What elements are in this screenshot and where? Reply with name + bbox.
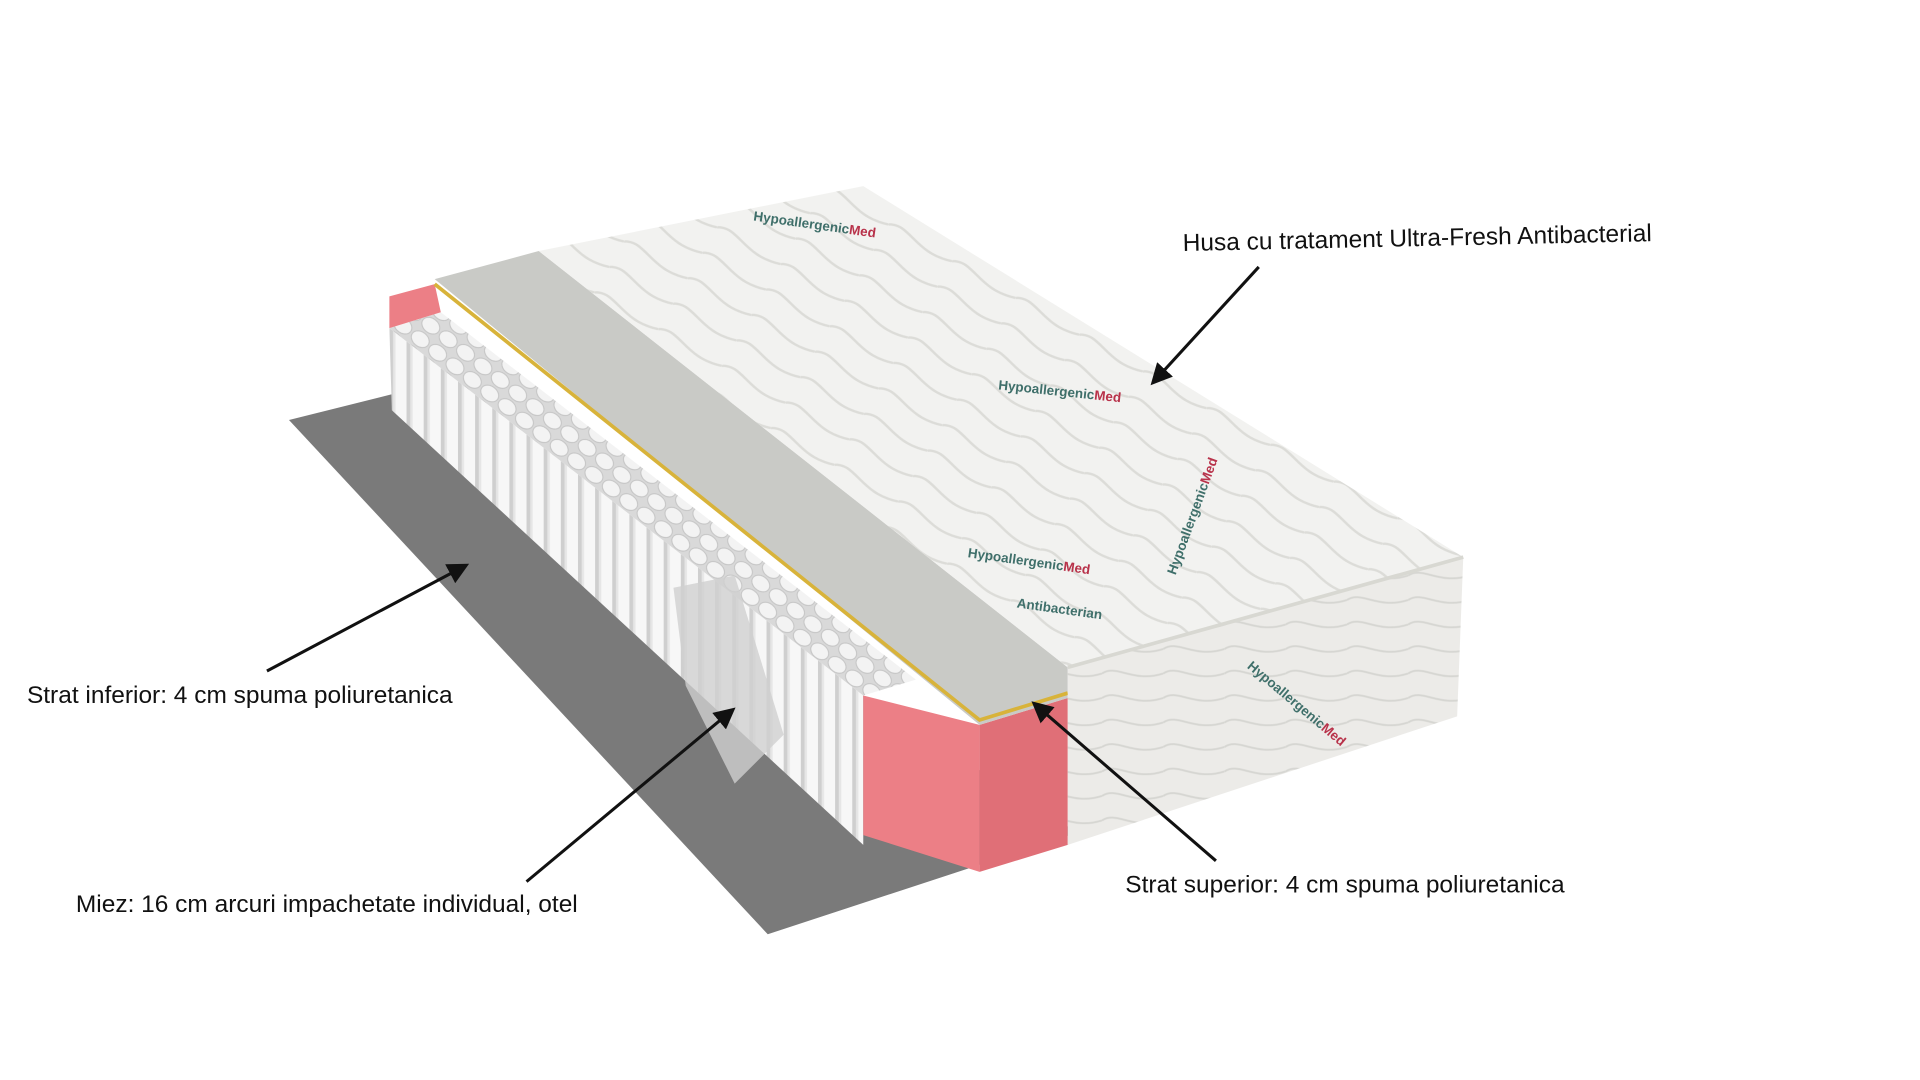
exposed-coils xyxy=(673,575,784,784)
arrow-core xyxy=(525,707,736,883)
label-cover: Husa cu tratament Ultra-Fresh Antibacter… xyxy=(1182,220,1652,257)
pink-foam-front-face xyxy=(863,695,980,872)
pink-foam-back xyxy=(389,284,441,329)
cover-side xyxy=(1067,557,1464,845)
top-foam-strip xyxy=(434,251,1068,725)
arrow-top-layer xyxy=(1031,701,1217,862)
arrow-cover xyxy=(1150,265,1260,386)
arrow-bottom-layer xyxy=(266,563,470,673)
cover-top xyxy=(538,186,1464,668)
label-bottom-layer: Strat inferior: 4 cm spuma poliuretanica xyxy=(27,682,453,709)
label-top-layer: Strat superior: 4 cm spuma poliuretanica xyxy=(1125,872,1565,899)
pink-foam-front-side xyxy=(979,697,1068,872)
spring-core-top xyxy=(389,312,916,696)
label-core: Miez: 16 cm arcuri impachetate individua… xyxy=(76,891,578,918)
cover-edge xyxy=(1067,555,1464,670)
